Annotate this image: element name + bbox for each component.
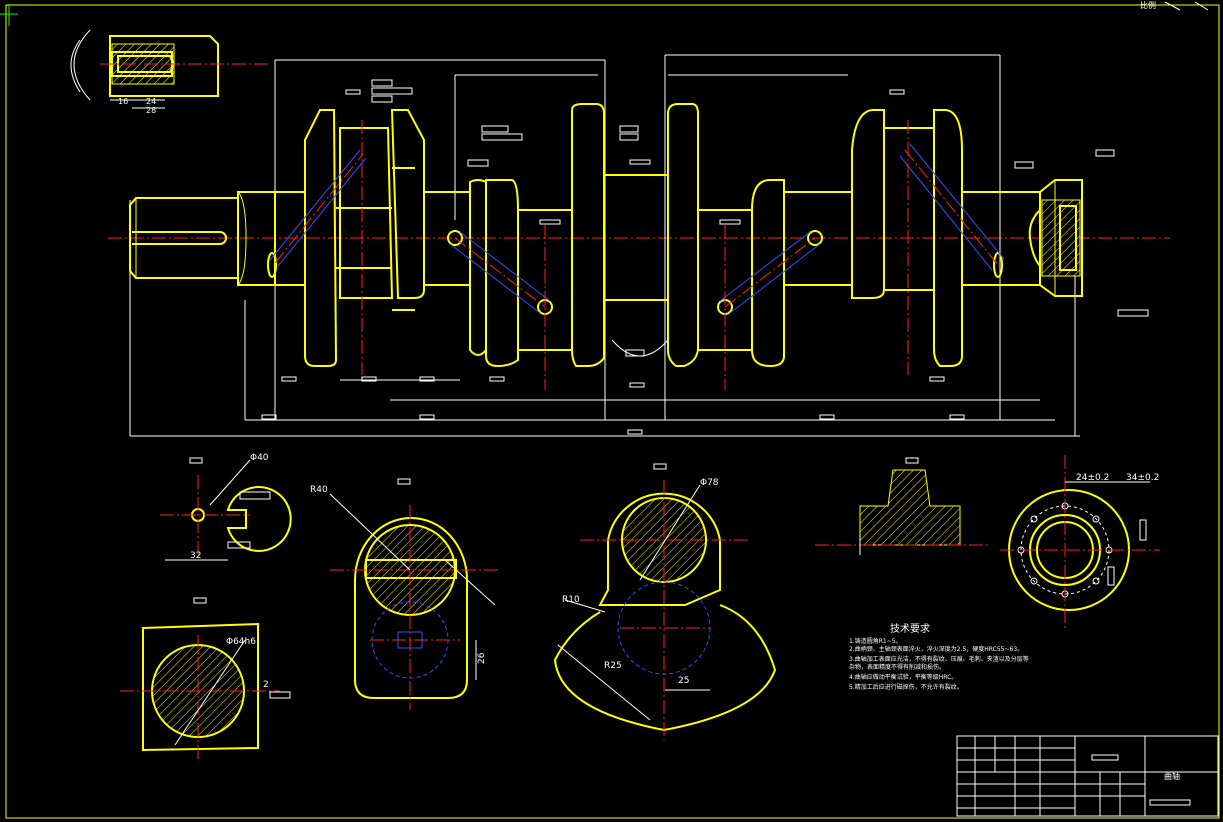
dim-r25: R25	[604, 661, 622, 671]
vertical-centerlines	[361, 120, 909, 390]
annotation-boxes	[261, 79, 1149, 435]
shaft-end-detail: 16 24 28	[70, 29, 270, 115]
dim-26: 26	[477, 652, 487, 664]
dim-32: 32	[190, 551, 201, 561]
dim-16: 16	[118, 97, 128, 106]
fillet-detail-section	[815, 457, 990, 555]
title-block: 曲轴	[956, 735, 1219, 817]
tech-line-1: 1.铸造圆角R1~5。	[849, 637, 902, 645]
tech-title: 技术要求	[890, 622, 930, 635]
right-flange	[1028, 179, 1083, 297]
dim-24-tol: 24±0.2	[1076, 473, 1109, 483]
section-web-r40: R40 26	[310, 478, 500, 710]
tech-line-4: 杂物，表面精度不得有削减和损伤。	[849, 663, 945, 671]
crank-web-2	[469, 103, 668, 368]
dim-25: 25	[678, 676, 689, 686]
dim-phi78: Φ78	[700, 478, 719, 488]
dim-28: 28	[146, 106, 156, 115]
tech-line-3: 3.曲轴加工表面应光洁，不得有裂纹、压痕、毛刺、夹渣以及分层等	[849, 655, 1029, 663]
section-phi40: Φ40 32	[160, 453, 292, 561]
dim-34-tol: 34±0.2	[1126, 473, 1159, 483]
section-phi78-counterweight: Φ78 R10 R25 25	[553, 463, 777, 740]
dim-2: 2	[263, 680, 269, 690]
corner-label: 比例	[1140, 0, 1156, 10]
dim-24: 24	[146, 97, 156, 106]
crank-web-3	[667, 103, 852, 368]
tech-line-2: 2.曲柄颈、主轴颈表面淬火，淬火深度为2.5，硬度HRC55~63。	[849, 645, 1023, 653]
crank-web-4	[851, 109, 1040, 367]
crank-web-1	[267, 109, 470, 367]
dim-phi40: Φ40	[250, 453, 269, 463]
crankshaft-main-view	[108, 54, 1170, 437]
dim-r10: R10	[562, 595, 580, 605]
section-phi64: Φ64h6 2	[120, 597, 291, 760]
tech-line-6: 5.精加工后应进行磁探伤，不允许有裂纹。	[849, 683, 963, 691]
oil-channels	[269, 143, 1005, 357]
technical-requirements: 技术要求 1.铸造圆角R1~5。 2.曲柄颈、主轴颈表面淬火，淬火深度为2.5，…	[849, 622, 1029, 691]
crank-pins	[447, 230, 823, 315]
tech-line-5: 4.曲轴应做动平衡试验，平衡等级HRC。	[849, 673, 957, 681]
dim-r40: R40	[310, 485, 328, 495]
dim-phi64h6: Φ64h6	[226, 637, 256, 647]
title-part-name: 曲轴	[1164, 771, 1180, 781]
flange-end-view: 24±0.2 34±0.2	[1000, 455, 1160, 630]
